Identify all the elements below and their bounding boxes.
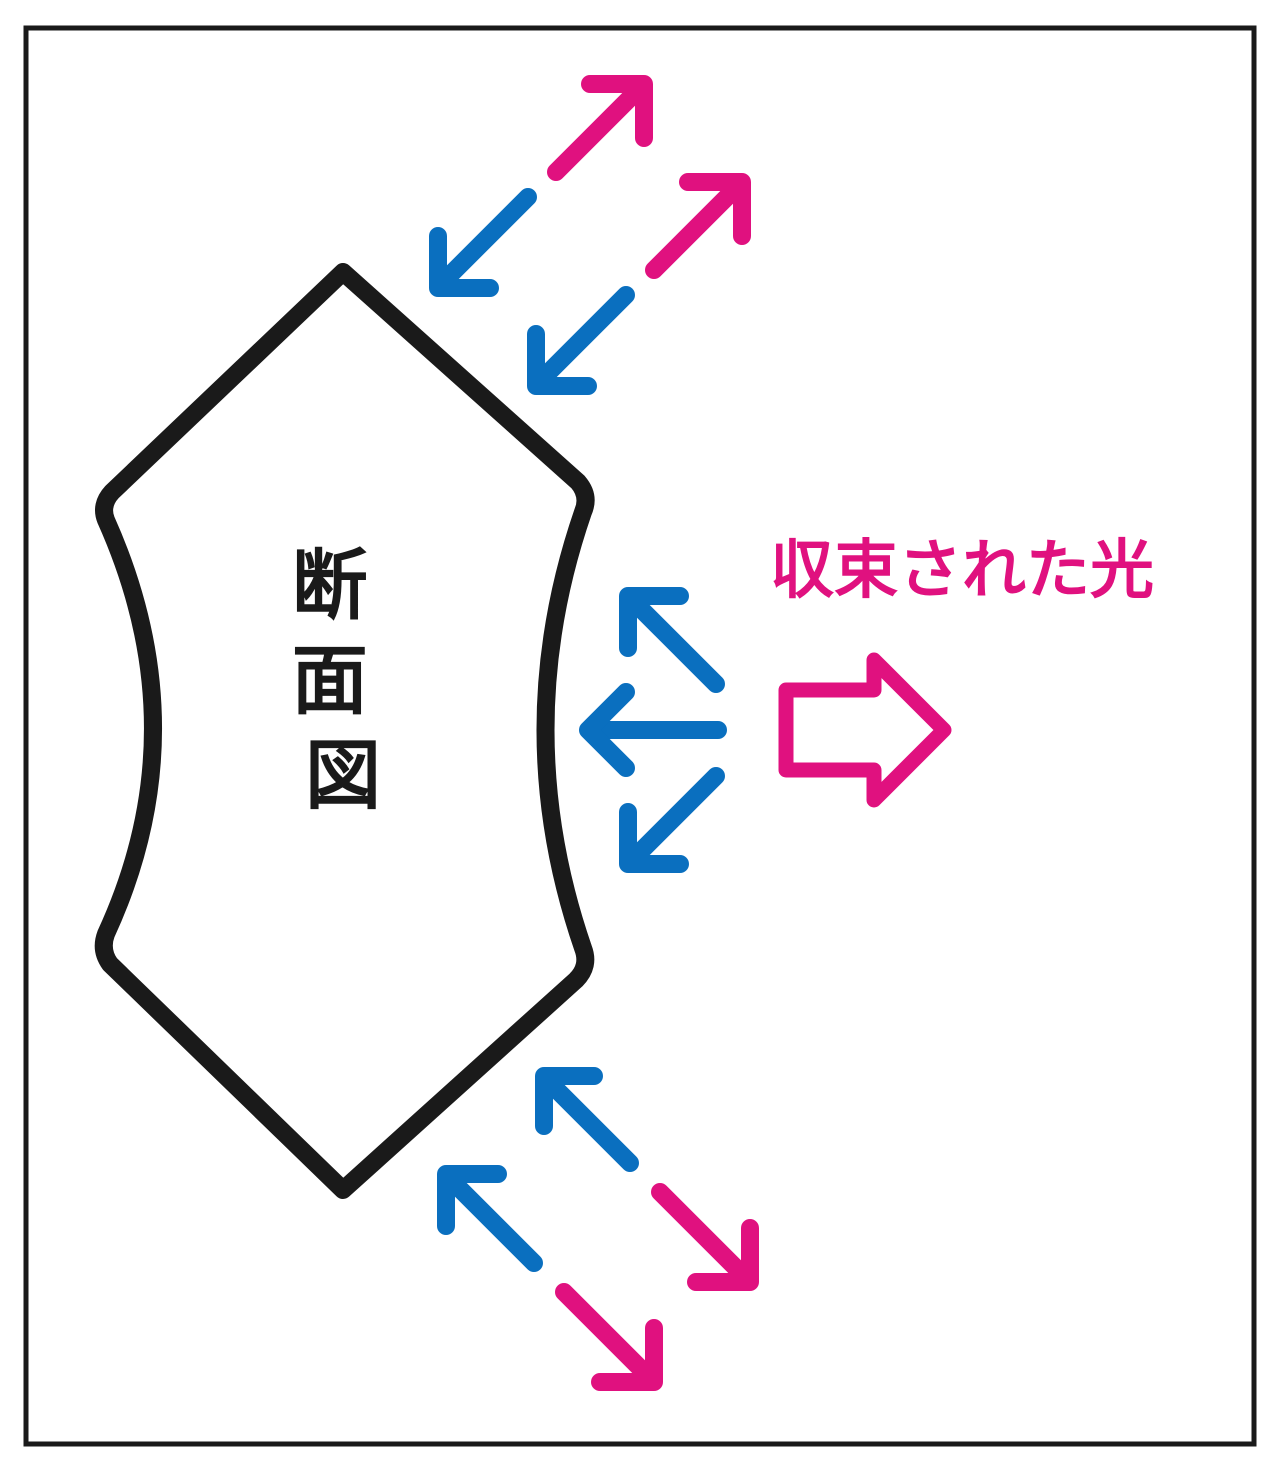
upper-ray-2-blue (529, 286, 635, 392)
lower-rays (437, 1067, 759, 1391)
cross-section-char-2: 面 (292, 636, 368, 725)
upper-ray-1-pink-head (581, 75, 653, 147)
lower-ray-1-pink-head (687, 1219, 759, 1291)
middle-rays (579, 587, 727, 873)
lower-ray-1-blue (537, 1070, 639, 1172)
cross-section-shape (94, 263, 595, 1199)
lower-ray-1-pink (651, 1183, 755, 1287)
lower-ray-2-blue (439, 1168, 543, 1272)
lower-ray-2-blue-head (437, 1165, 507, 1235)
upper-ray-2-pink (645, 177, 747, 279)
lower-ray-2-pink (555, 1283, 659, 1387)
cross-section-char-3: 図 (305, 731, 381, 820)
upper-ray-2-pink-head (679, 173, 751, 245)
upper-ray-2 (527, 173, 751, 395)
middle-ray-up (621, 589, 725, 693)
upper-ray-1-blue-head (429, 227, 499, 297)
upper-rays (429, 75, 751, 395)
lower-ray-2-pink-head (591, 1319, 663, 1391)
middle-ray-up-head (619, 587, 689, 657)
upper-ray-1 (429, 75, 653, 297)
middle-ray-down (621, 767, 725, 871)
lower-ray-2 (437, 1165, 663, 1391)
lower-ray-1 (535, 1067, 759, 1291)
converged-light-arrow (778, 652, 952, 808)
cross-section-label: 断 面 図 (292, 541, 394, 820)
middle-ray-down-head (619, 803, 689, 873)
lower-ray-1-blue-head (535, 1067, 603, 1135)
upper-ray-1-pink (547, 79, 649, 181)
upper-ray-2-blue-head (527, 325, 597, 395)
converged-light-caption: 収束された光 (770, 534, 1154, 608)
cross-section-char-1: 断 (292, 541, 368, 630)
middle-ray-left-head (579, 683, 635, 777)
upper-ray-1-blue (431, 188, 537, 294)
